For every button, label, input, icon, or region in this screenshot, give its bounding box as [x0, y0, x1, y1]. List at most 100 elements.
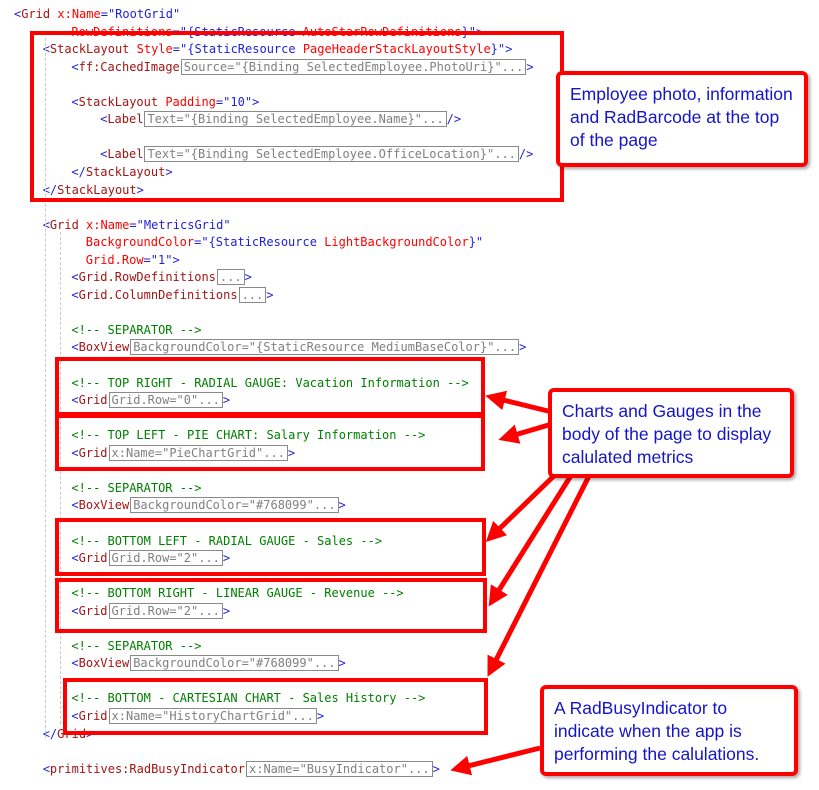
code-line: <StackLayout Style="{StaticResource Page…	[43, 41, 513, 58]
collapsed-attributes-button[interactable]: Grid.Row="2"...	[108, 550, 223, 567]
collapsed-attributes-button[interactable]: Text="{Binding SelectedEmployee.Name}"..…	[144, 111, 447, 128]
code-token: Style	[129, 42, 173, 57]
code-token: </	[71, 164, 86, 179]
code-token: Grid.ColumnDefinitions	[78, 287, 238, 302]
highlight-cartesian-chart-history	[63, 678, 488, 735]
collapsed-attributes-button[interactable]: Source="{Binding SelectedEmployee.PhotoU…	[180, 58, 527, 75]
collapsed-attributes-button[interactable]: Grid.Row="2"...	[108, 602, 223, 619]
code-token: <!-- SEPARATOR -->	[71, 322, 202, 337]
arrow-to-radial-gauge-vacation	[485, 390, 553, 415]
code-token: <	[71, 709, 79, 723]
code-line: <Grid x:Name="RootGrid"	[14, 6, 180, 23]
code-token: }"	[490, 42, 506, 57]
code-token: PageHeaderStackLayoutStyle	[302, 42, 491, 57]
callout-body-text: Charts and Gauges in the body of the pag…	[562, 401, 772, 467]
code-token: Padding	[158, 94, 216, 109]
code-token: >	[505, 42, 513, 57]
code-token: >	[172, 252, 180, 267]
code-token: }"	[468, 235, 484, 250]
code-token: =	[129, 217, 137, 232]
collapsed-attributes-button[interactable]: x:Name="HistoryChartGrid"...	[108, 708, 317, 724]
collapsed-attributes-button[interactable]: BackgroundColor="#768099"...	[130, 655, 339, 672]
code-token: BoxView	[78, 498, 130, 513]
code-token: Grid	[78, 709, 108, 723]
code-token: LightBackgroundColor	[324, 235, 469, 250]
code-token: x:Name	[50, 7, 101, 21]
code-token: StackLayout	[78, 94, 159, 109]
collapsed-attributes-button[interactable]: x:Name="BusyIndicator"...	[246, 760, 433, 777]
code-token: Grid.Row	[85, 252, 144, 267]
collapsed-attributes-button[interactable]: ...	[238, 286, 267, 303]
code-token: <	[71, 656, 79, 671]
code-line: <Grid x:Name="MetricsGrid"	[43, 217, 231, 234]
code-token: "1"	[150, 252, 173, 267]
code-token: primitives:RadBusyIndicator	[49, 761, 245, 776]
arrow-to-cartesian-chart	[487, 472, 593, 677]
code-token: <	[71, 498, 79, 513]
collapsed-attributes-button[interactable]: BackgroundColor="#768099"...	[130, 497, 339, 514]
code-line: <!-- SEPARATOR -->	[71, 638, 201, 655]
code-token: <	[42, 761, 50, 776]
code-token: <	[14, 7, 22, 21]
code-line: Grid.Row="1">	[86, 252, 180, 269]
code-token: />	[446, 112, 462, 127]
code-token: =	[215, 94, 224, 109]
code-token: BoxView	[78, 656, 130, 671]
arrow-to-radial-gauge-sales	[485, 468, 562, 542]
code-line: <!-- TOP RIGHT - RADIAL GAUGE: Vacation …	[71, 375, 468, 392]
callout-header: Employee photo, information and RadBarco…	[556, 71, 808, 167]
collapsed-attributes-button[interactable]: x:Name="PieChartGrid"...	[108, 444, 288, 461]
code-token: </	[42, 182, 58, 197]
code-token: >	[244, 270, 252, 285]
code-token: StackLayout	[57, 182, 137, 197]
code-token: Grid	[78, 603, 108, 618]
code-token: <!-- BOTTOM LEFT - RADIAL GAUGE - Sales …	[71, 533, 383, 548]
code-token: ff:CachedImage	[78, 59, 180, 74]
code-token: Label	[107, 112, 144, 127]
code-token: Grid	[78, 445, 108, 460]
collapsed-attributes-button[interactable]: BackgroundColor="{StaticResource MediumB…	[130, 339, 520, 356]
code-token: <!-- BOTTOM RIGHT - LINEAR GAUGE - Reven…	[71, 586, 404, 601]
code-token: x:Name	[78, 217, 130, 232]
code-line: </StackLayout>	[43, 182, 144, 199]
code-line: BackgroundColor="{StaticResource LightBa…	[86, 234, 483, 251]
code-token: <	[71, 603, 79, 618]
code-token: <!-- TOP LEFT - PIE CHART: Salary Inform…	[71, 428, 426, 443]
code-token: </	[42, 726, 58, 741]
code-token: StackLayout	[49, 42, 130, 57]
code-token: "RootGrid"	[107, 7, 181, 21]
callout-busy-text: A RadBusyIndicator to indicate when the …	[554, 698, 760, 764]
collapsed-attributes-button[interactable]: Text="{Binding SelectedEmployee.OfficeLo…	[144, 146, 519, 163]
code-token: >	[252, 94, 260, 109]
indent-guide	[45, 38, 46, 738]
code-token: >	[222, 551, 231, 566]
code-token: <!-- SEPARATOR -->	[71, 480, 202, 495]
code-token: >	[316, 709, 325, 723]
code-token: BoxView	[78, 340, 130, 355]
code-token: Grid	[78, 393, 108, 408]
code-line: <!-- SEPARATOR -->	[71, 480, 201, 497]
code-token: =	[143, 252, 151, 267]
code-token: Grid.RowDefinitions	[78, 270, 216, 285]
code-token: <!-- TOP RIGHT - RADIAL GAUGE: Vacation …	[71, 375, 469, 390]
code-token: Grid	[21, 7, 51, 21]
code-line: <Grid.RowDefinitions...>	[71, 269, 252, 286]
collapsed-attributes-button[interactable]: Grid.Row="0"...	[108, 392, 223, 409]
code-token: <	[71, 340, 79, 355]
code-token: =	[100, 7, 108, 21]
code-token: >	[287, 445, 296, 460]
highlight-linear-gauge-revenue	[55, 578, 487, 633]
collapsed-attributes-button[interactable]: ...	[216, 269, 245, 286]
code-token: =	[172, 42, 180, 57]
